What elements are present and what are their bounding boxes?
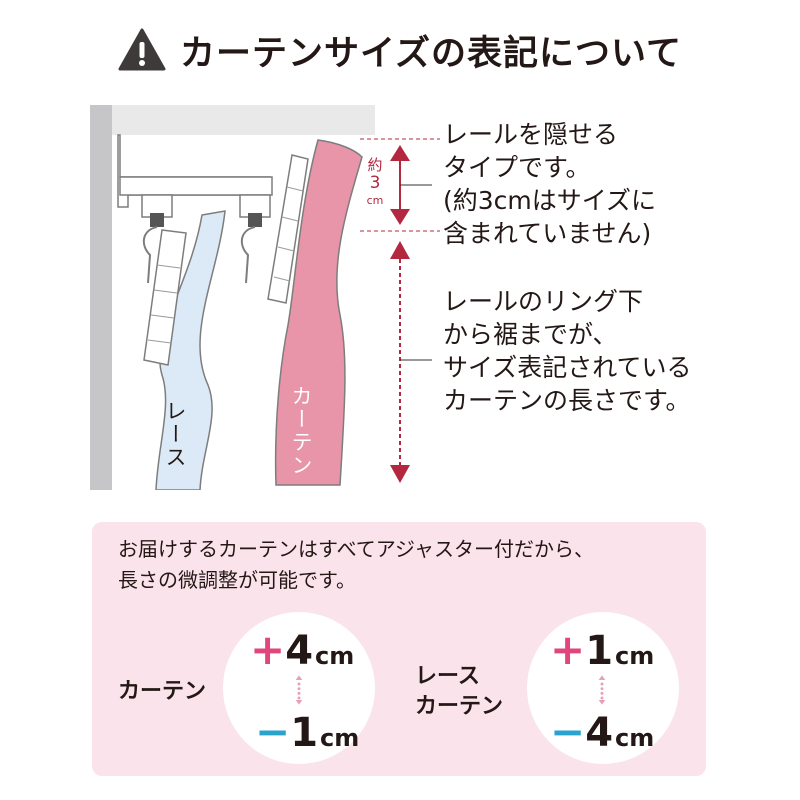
plus-icon: + <box>250 625 286 674</box>
curtain-adjust-label: カーテン <box>118 679 207 704</box>
size-definition-note: レールのリング下 から裾までが、 サイズ表記されている カーテンの長さです。 <box>443 287 692 415</box>
measurement-arrows <box>360 138 440 483</box>
minus-icon: − <box>550 707 586 756</box>
curtain-plus-value: + 4 cm <box>250 625 355 674</box>
lace-adjust-label: レース カーテン <box>415 664 504 719</box>
measure-label: 約 3 cm <box>366 156 384 207</box>
rail <box>119 176 273 196</box>
warning-icon <box>118 28 166 71</box>
curtain-label: カーテン <box>289 385 313 477</box>
minus-icon: − <box>255 707 291 756</box>
lace-range-arrow-icon <box>598 675 606 705</box>
lace-label: レース <box>163 400 187 469</box>
lace-plus-value: + 1 cm <box>550 625 655 674</box>
main-curtain <box>274 139 363 486</box>
curtain-rail-diagram <box>90 105 375 490</box>
rail-hidden-note: レールを隠せる タイプです。 (約3cmはサイズに 含まれていません) <box>443 120 657 248</box>
title-text: カーテンサイズの表記について <box>180 33 682 74</box>
curtain-minus-value: − 1 cm <box>255 707 360 756</box>
curtain-range-arrow-icon <box>295 675 303 705</box>
lace-minus-value: − 4 cm <box>550 707 655 756</box>
plus-icon: + <box>550 625 586 674</box>
adjuster-description: お届けするカーテンはすべてアジャスター付だから、 長さの微調整が可能です。 <box>118 537 594 592</box>
page-title: カーテンサイズの表記について <box>0 22 800 78</box>
